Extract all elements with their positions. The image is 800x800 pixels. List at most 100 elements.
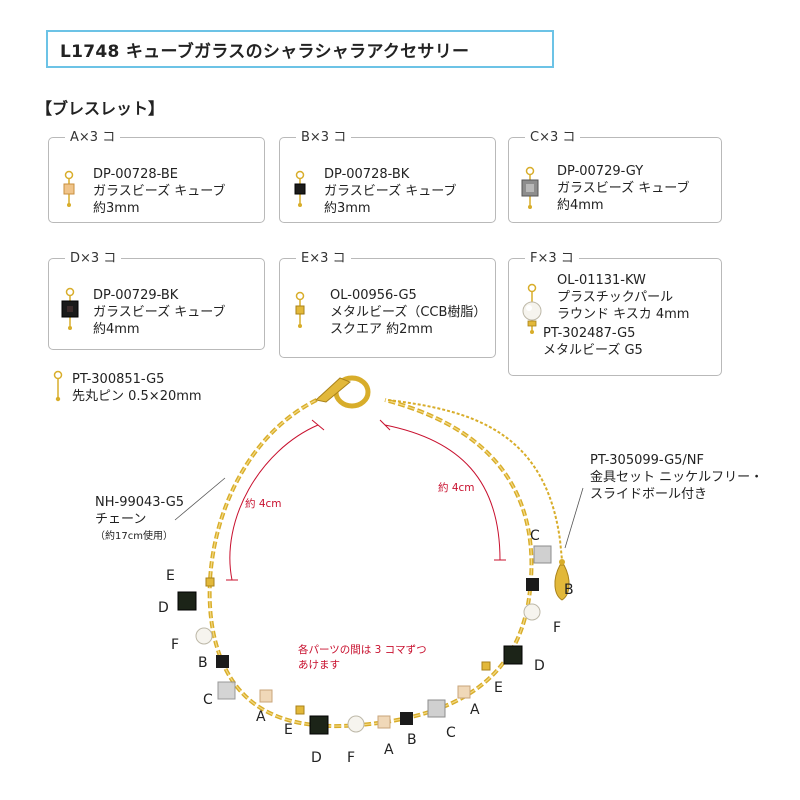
charm-letter: B — [407, 732, 417, 748]
part-code: PT-302487-G5 — [543, 326, 636, 341]
charm-letter: F — [347, 750, 356, 766]
main-chain — [207, 390, 534, 729]
charm-letter: F — [171, 637, 180, 653]
charm-letter: C — [530, 528, 540, 544]
charm-e-bottom — [295, 705, 305, 715]
part-code: OL-00956-G5 — [330, 288, 417, 303]
part-code: DP-00728-BK — [324, 167, 410, 182]
part-card-f: F×3 コ OL-01131-KW プラスチックパール ラウンド キスカ 4mm… — [508, 250, 722, 376]
lobster-clasp — [314, 375, 371, 409]
chain-desc: チェーン — [95, 512, 147, 527]
charm-letter: A — [256, 709, 266, 725]
gray-cube-icon — [521, 166, 539, 209]
part-size: ラウンド キスカ 4mm — [557, 307, 690, 322]
charm-c-right — [533, 545, 552, 564]
pin-desc: 先丸ピン 0.5×20mm — [72, 389, 202, 404]
charm-letter: A — [384, 742, 394, 758]
charm-b-bottom — [400, 712, 413, 725]
black-large-cube-icon — [61, 287, 79, 330]
part-size: 約3mm — [93, 201, 140, 216]
slide-ball — [554, 564, 570, 601]
measure-arc-left — [229, 424, 319, 581]
part-name: プラスチックパール — [557, 290, 674, 305]
part-name: メタルビーズ（CCB樹脂） — [330, 305, 487, 320]
spacing-note-line: あけます — [298, 659, 340, 671]
clasp-desc-2: スライドボール付き — [590, 487, 708, 502]
charm-d-right — [503, 645, 523, 665]
card-label: F×3 コ — [525, 250, 579, 268]
charm-a-left — [259, 689, 273, 703]
card-label: A×3 コ — [65, 129, 121, 147]
part-name: メタルビーズ G5 — [543, 343, 643, 358]
charm-letter: A — [470, 702, 480, 718]
page-title: L1748 キューブガラスのシャラシャラアクセサリー — [46, 30, 554, 68]
pin-icon — [53, 370, 63, 402]
part-card-d: D×3 コ DP-00729-BK ガラスビーズ キューブ 約4mm — [48, 250, 265, 350]
chain-label: NH-99043-G5 チェーン （約17cm使用） — [95, 494, 184, 545]
charm-c-bottom — [427, 699, 446, 718]
part-code: DP-00729-BK — [93, 288, 179, 303]
part-card-b: B×3 コ DP-00728-BK ガラスビーズ キューブ 約3mm — [279, 129, 496, 223]
charm-letter: E — [284, 722, 293, 738]
charm-e-right — [481, 661, 491, 671]
charm-f-right — [523, 603, 541, 621]
charm-letter: D — [311, 750, 322, 766]
gold-square-bead-icon — [295, 291, 305, 328]
section-heading: 【ブレスレット】 — [36, 99, 165, 118]
card-label: E×3 コ — [296, 250, 351, 268]
card-label: B×3 コ — [296, 129, 352, 147]
charm-f-bottom — [347, 715, 365, 733]
pin-code: PT-300851-G5 — [72, 372, 165, 387]
card-label: D×3 コ — [65, 250, 122, 268]
part-name: ガラスビーズ キューブ — [93, 184, 226, 199]
charm-letter: B — [564, 582, 574, 598]
charm-a-bottom — [377, 715, 391, 729]
charm-letter: E — [494, 680, 503, 696]
part-size: 約4mm — [557, 198, 604, 213]
page-title-text: L1748 キューブガラスのシャラシャラアクセサリー — [60, 41, 470, 62]
charm-b-left — [216, 655, 229, 668]
extension-chain — [387, 399, 563, 561]
clasp-label: PT-305099-G5/NF 金具セット ニッケルフリー・ スライドボール付き — [590, 452, 763, 503]
charm-d-left — [177, 591, 197, 611]
charm-letter: D — [158, 600, 169, 616]
pin-label: PT-300851-G5 先丸ピン 0.5×20mm — [72, 371, 202, 405]
charm-d-bottom — [309, 715, 329, 735]
charm-a-right — [457, 685, 471, 699]
black-cube-icon — [294, 170, 306, 207]
charm-letter: F — [553, 620, 562, 636]
part-code: DP-00728-BE — [93, 167, 178, 182]
spacing-note-line: 各パーツの間は 3 コマずつ — [298, 644, 427, 656]
measure-left: 約 4cm — [245, 498, 282, 510]
pearl-bead-icon — [522, 283, 542, 334]
part-card-e: E×3 コ OL-00956-G5 メタルビーズ（CCB樹脂） スクエア 約2m… — [279, 250, 496, 358]
charm-c-left — [217, 681, 236, 700]
part-name: ガラスビーズ キューブ — [93, 305, 226, 320]
part-size: スクエア 約2mm — [330, 322, 433, 337]
part-size: 約4mm — [93, 322, 140, 337]
beige-cube-icon — [63, 170, 75, 207]
charm-f-left — [195, 627, 213, 645]
part-code: OL-01131-KW — [557, 273, 646, 288]
charm-b-right — [526, 578, 539, 591]
clasp-code: PT-305099-G5/NF — [590, 453, 704, 468]
clasp-desc: 金具セット ニッケルフリー・ — [590, 470, 764, 485]
part-name: ガラスビーズ キューブ — [557, 181, 690, 196]
measure-arc-right — [384, 424, 501, 561]
spacing-note: 各パーツの間は 3 コマずつ あけます — [298, 643, 427, 673]
charm-letter: E — [166, 568, 175, 584]
charm-e-left — [205, 577, 215, 587]
measure-right: 約 4cm — [438, 482, 475, 494]
charm-letter: C — [203, 692, 213, 708]
charm-letter: C — [446, 725, 456, 741]
part-card-a: A×3 コ DP-00728-BE ガラスビーズ キューブ 約3mm — [48, 129, 265, 223]
card-label: C×3 コ — [525, 129, 581, 147]
part-card-c: C×3 コ DP-00729-GY ガラスビーズ キューブ 約4mm — [508, 129, 722, 223]
charm-letter: D — [534, 658, 545, 674]
part-size: 約3mm — [324, 201, 371, 216]
chain-note: （約17cm使用） — [95, 531, 173, 542]
charm-letter: B — [198, 655, 208, 671]
part-name: ガラスビーズ キューブ — [324, 184, 457, 199]
part-code: DP-00729-GY — [557, 164, 644, 179]
